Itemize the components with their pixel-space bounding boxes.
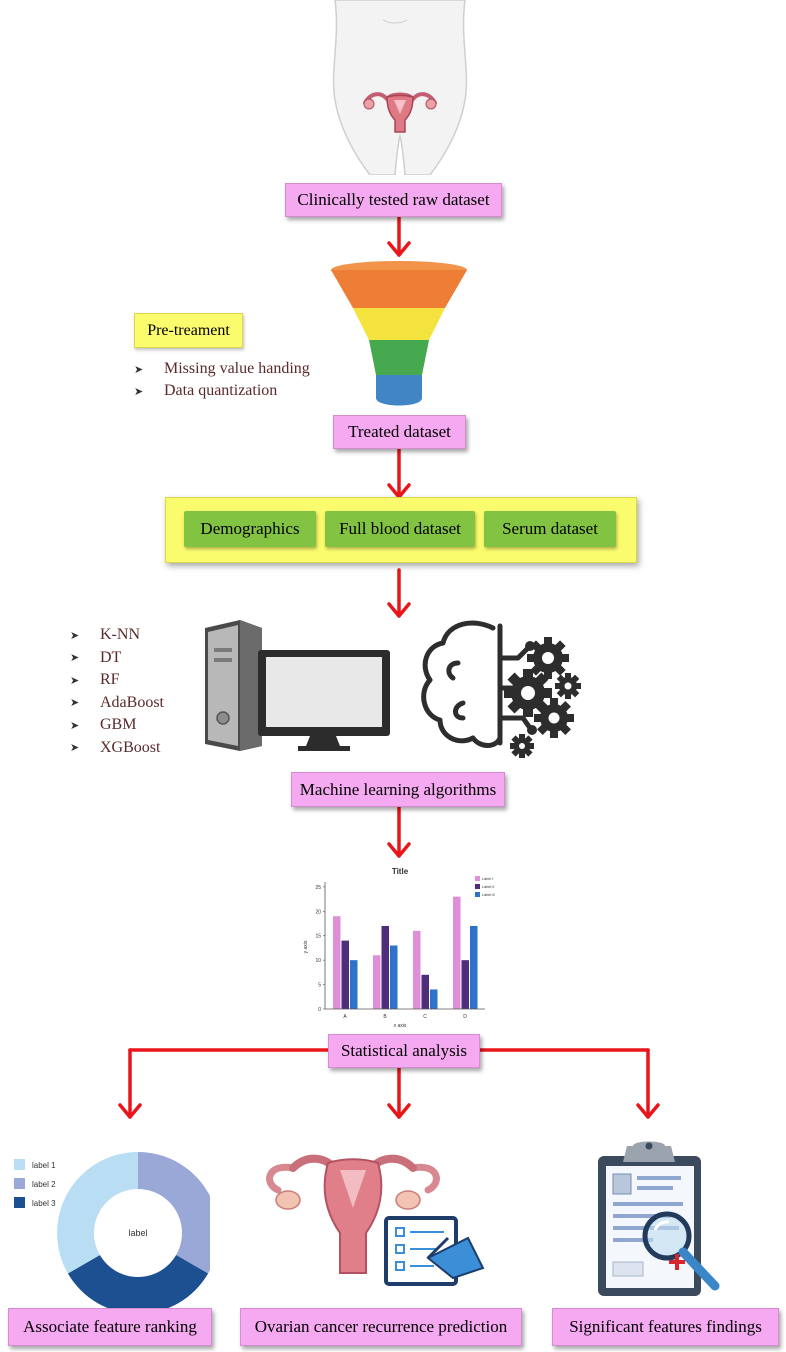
algorithm-item: XGBoost bbox=[100, 738, 161, 756]
chart-bar bbox=[373, 955, 381, 1009]
arrow-bullet-icon: ➤ bbox=[134, 363, 144, 376]
list-item: ➤ XGBoost bbox=[70, 737, 164, 760]
chart-bar bbox=[461, 960, 469, 1009]
list-item: ➤ GBM bbox=[70, 714, 164, 737]
list-item: ➤ K-NN bbox=[70, 624, 164, 647]
chart-xtick-label: A bbox=[343, 1014, 347, 1020]
pretreatment-list: ➤ Missing value handing ➤ Data quantizatio… bbox=[134, 358, 310, 402]
donut-legend-swatch bbox=[14, 1178, 25, 1189]
raw-dataset-box: Clinically tested raw dataset bbox=[285, 183, 502, 217]
arrow-bullet-icon: ➤ bbox=[70, 674, 80, 687]
chart-bar bbox=[413, 930, 421, 1009]
chart-bar bbox=[341, 940, 349, 1009]
chart-legend-swatch bbox=[475, 884, 480, 889]
dataset-demographics: Demographics bbox=[184, 511, 316, 547]
donut-center-label: label bbox=[128, 1228, 147, 1238]
chart-legend-label: Label III bbox=[482, 893, 495, 897]
chart-bar bbox=[430, 989, 438, 1009]
clipboard-magnifier-icon bbox=[598, 1141, 720, 1296]
output-recurrence-prediction-box: Ovarian cancer recurrence prediction bbox=[240, 1308, 522, 1346]
chart-xlabel: x axis bbox=[394, 1023, 407, 1029]
statistical-analysis-box: Statistical analysis bbox=[328, 1034, 480, 1068]
chart-bar bbox=[333, 916, 341, 1009]
donut-legend-label: label 3 bbox=[32, 1199, 56, 1208]
chart-bar bbox=[470, 925, 478, 1009]
arrow-bullet-icon: ➤ bbox=[70, 629, 80, 642]
female-body-icon bbox=[332, 0, 468, 175]
donut-legend-label: label 1 bbox=[32, 1161, 56, 1170]
pretreatment-box: Pre-treament bbox=[134, 313, 243, 348]
dataset-full-blood: Full blood dataset bbox=[325, 511, 475, 547]
chart-ytick-label: 10 bbox=[315, 958, 321, 964]
algorithms-list: ➤ K-NN ➤ DT ➤ RF ➤ AdaBoost ➤ GBM ➤ XGBoost bbox=[70, 624, 164, 759]
chart-ytick-label: 0 bbox=[318, 1007, 321, 1013]
dataset-serum: Serum dataset bbox=[484, 511, 616, 547]
list-item: ➤ DT bbox=[70, 647, 164, 670]
chart-title: Title bbox=[392, 867, 409, 876]
chart-ylabel: y axis bbox=[303, 940, 309, 953]
chart-ytick-label: 5 bbox=[318, 983, 321, 989]
chart-bar bbox=[390, 945, 398, 1009]
list-item: ➤ Missing value handing bbox=[134, 358, 310, 380]
uterus-checklist-icon bbox=[266, 1154, 485, 1286]
list-item: ➤ AdaBoost bbox=[70, 692, 164, 715]
output-significant-features-box: Significant features findings bbox=[552, 1308, 779, 1346]
chart-xtick-label: D bbox=[463, 1014, 467, 1020]
algorithm-item: DT bbox=[100, 648, 122, 666]
output-feature-ranking-box: Associate feature ranking bbox=[8, 1308, 212, 1346]
chart-bar bbox=[350, 960, 358, 1009]
arrow-bullet-icon: ➤ bbox=[134, 385, 144, 398]
bar-chart: Title y axis x axis 0 5 10 15 20 25 A B C D Labe… bbox=[303, 867, 495, 1029]
donut-legend-swatch bbox=[14, 1159, 25, 1170]
chart-xtick-label: B bbox=[383, 1014, 387, 1020]
algorithm-item: RF bbox=[100, 671, 120, 689]
chart-ytick-label: 20 bbox=[315, 909, 321, 915]
list-item: ➤ Data quantization bbox=[134, 380, 310, 402]
donut-chart-icon: label label 1 label 2 label 3 bbox=[14, 1152, 210, 1314]
uterus-icon bbox=[363, 92, 437, 133]
arrow-bullet-icon: ➤ bbox=[70, 719, 80, 732]
algorithm-item: K-NN bbox=[100, 626, 140, 644]
algorithm-item: GBM bbox=[100, 716, 137, 734]
funnel-icon bbox=[331, 261, 467, 406]
algorithm-item: AdaBoost bbox=[100, 693, 164, 711]
treated-dataset-box: Treated dataset bbox=[333, 415, 466, 449]
arrow-bullet-icon: ➤ bbox=[70, 742, 80, 755]
chart-bar bbox=[421, 974, 429, 1009]
chart-legend-label: Label I bbox=[482, 877, 493, 881]
chart-legend-swatch bbox=[475, 876, 480, 881]
computer-icon bbox=[205, 620, 390, 751]
chart-xtick-label: C bbox=[423, 1014, 427, 1020]
chart-bar bbox=[453, 896, 461, 1009]
arrow-bullet-icon: ➤ bbox=[70, 652, 80, 665]
brain-gears-icon bbox=[421, 620, 581, 758]
ml-algorithms-box: Machine learning algorithms bbox=[291, 772, 505, 807]
arrow-bullet-icon: ➤ bbox=[70, 697, 80, 710]
chart-ytick-label: 25 bbox=[315, 885, 321, 891]
pretreatment-item: Data quantization bbox=[164, 382, 278, 399]
chart-legend-swatch bbox=[475, 892, 480, 897]
chart-legend-label: Label II bbox=[482, 885, 494, 889]
chart-ytick-label: 15 bbox=[315, 934, 321, 940]
donut-legend-swatch bbox=[14, 1197, 25, 1208]
pretreatment-item: Missing value handing bbox=[164, 360, 310, 377]
list-item: ➤ RF bbox=[70, 669, 164, 692]
donut-legend-label: label 2 bbox=[32, 1180, 56, 1189]
chart-bar bbox=[381, 925, 389, 1009]
